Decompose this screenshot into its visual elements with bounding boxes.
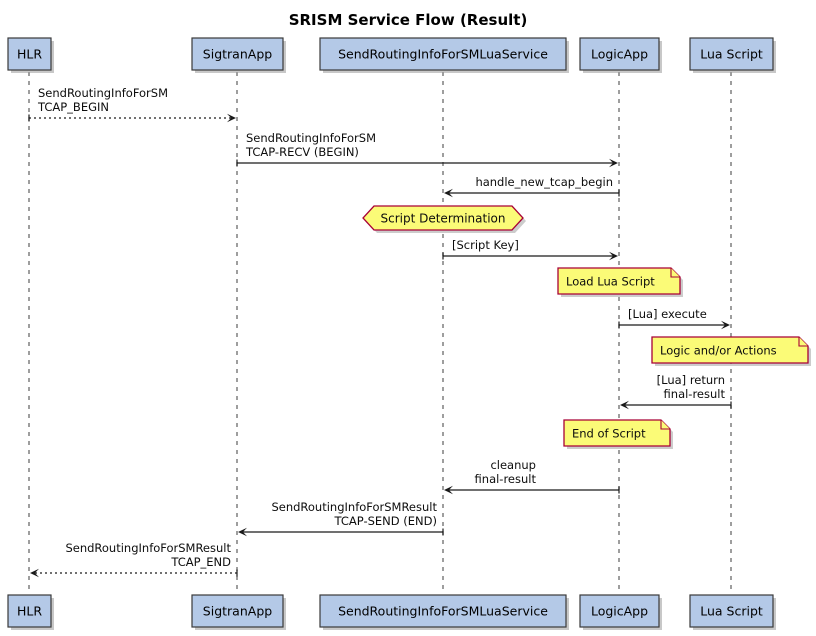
participant-footer-logicapp[interactable]: LogicApp	[579, 594, 662, 630]
divider-label: Script Determination	[380, 212, 505, 226]
participant-footer-hlr[interactable]: HLR	[7, 594, 54, 630]
note-label: Load Lua Script	[566, 275, 655, 289]
message-label: final-result	[664, 387, 726, 401]
message-label: cleanup	[490, 458, 536, 472]
participant-header-sigtranapp[interactable]: SigtranApp	[191, 37, 286, 73]
message-arrowhead	[609, 251, 618, 261]
participant-box[interactable]	[7, 37, 52, 71]
participant-label: HLR	[17, 47, 42, 62]
participant-footer-sigtranapp[interactable]: SigtranApp	[191, 594, 286, 630]
message-arrowhead	[609, 158, 618, 168]
message-label: [Lua] execute	[628, 307, 707, 321]
message-label: TCAP_BEGIN	[37, 100, 109, 114]
message-label: SendRoutingInfoForSMResult	[65, 541, 231, 555]
participant-box[interactable]	[191, 594, 284, 628]
message-4: [Script Key]	[442, 238, 618, 261]
message-label: SendRoutingInfoForSM	[38, 86, 168, 100]
message-arrowhead	[238, 527, 247, 537]
participant-label: Lua Script	[700, 604, 763, 619]
participant-label: SigtranApp	[203, 47, 272, 62]
participant-label: LogicApp	[591, 604, 648, 619]
participant-box[interactable]	[689, 594, 774, 628]
message-label: [Script Key]	[452, 238, 519, 252]
note-fold-corner	[798, 337, 808, 347]
message-arrowhead	[444, 188, 453, 198]
page-title: SRISM Service Flow (Result)	[289, 11, 528, 29]
message-arrowhead	[620, 400, 629, 410]
participant-header-logicapp[interactable]: LogicApp	[579, 37, 662, 73]
note-label: End of Script	[572, 427, 646, 441]
note-load-lua-script: Load Lua Script	[557, 267, 683, 297]
participant-header-luaservice[interactable]: SendRoutingInfoForSMLuaService	[319, 37, 569, 73]
messages-group: SendRoutingInfoForSMTCAP_BEGINSendRoutin…	[28, 86, 732, 578]
divider-body	[362, 205, 524, 231]
note-fold-corner	[660, 420, 670, 430]
message-label: final-result	[475, 472, 537, 486]
note-logic-actions: Logic and/or Actions	[651, 336, 811, 366]
participant-box[interactable]	[319, 594, 567, 628]
participant-box[interactable]	[319, 37, 567, 71]
message-label: SendRoutingInfoForSMResult	[271, 500, 437, 514]
message-5: [Lua] execute	[618, 307, 730, 330]
message-label: handle_new_tcap_begin	[475, 175, 613, 189]
participant-label: SendRoutingInfoForSMLuaService	[338, 604, 548, 619]
dividers-group: Script Determination	[362, 205, 526, 233]
message-label: TCAP_END	[170, 555, 231, 569]
lifelines-group	[28, 72, 732, 594]
message-3: handle_new_tcap_begin	[444, 175, 620, 198]
participant-label: HLR	[17, 604, 42, 619]
participant-label: SendRoutingInfoForSMLuaService	[338, 47, 548, 62]
note-end-of-script: End of Script	[563, 419, 673, 449]
participant-box[interactable]	[689, 37, 774, 71]
message-label: TCAP-RECV (BEGIN)	[245, 145, 359, 159]
participant-footer-luascript[interactable]: Lua Script	[689, 594, 776, 630]
message-arrowhead	[227, 113, 236, 123]
participant-footers[interactable]: HLR SigtranApp SendRoutingInfoForSMLuaServ…	[7, 594, 776, 630]
participant-box[interactable]	[579, 594, 660, 628]
message-arrowhead	[721, 320, 730, 330]
message-label: SendRoutingInfoForSM	[246, 131, 376, 145]
message-arrowhead	[444, 485, 453, 495]
participant-label: Lua Script	[700, 47, 763, 62]
participant-box[interactable]	[7, 594, 52, 628]
divider-script-determination: Script Determination	[362, 205, 526, 233]
note-body	[651, 336, 809, 364]
participant-header-hlr[interactable]: HLR	[7, 37, 54, 73]
note-fold-corner	[670, 268, 680, 278]
participant-box[interactable]	[191, 37, 284, 71]
note-body	[557, 267, 681, 295]
participant-footer-luaservice[interactable]: SendRoutingInfoForSMLuaService	[319, 594, 569, 630]
participant-headers[interactable]: HLR SigtranApp SendRoutingInfoForSMLuaServ…	[7, 37, 776, 73]
participant-label: SigtranApp	[203, 604, 272, 619]
participant-label: LogicApp	[591, 47, 648, 62]
message-label: TCAP-SEND (END)	[334, 514, 437, 528]
participant-header-luascript[interactable]: Lua Script	[689, 37, 776, 73]
message-label: [Lua] return	[657, 373, 725, 387]
note-label: Logic and/or Actions	[660, 344, 777, 358]
message-arrowhead	[30, 568, 39, 578]
note-body	[563, 419, 671, 447]
participant-box[interactable]	[579, 37, 660, 71]
